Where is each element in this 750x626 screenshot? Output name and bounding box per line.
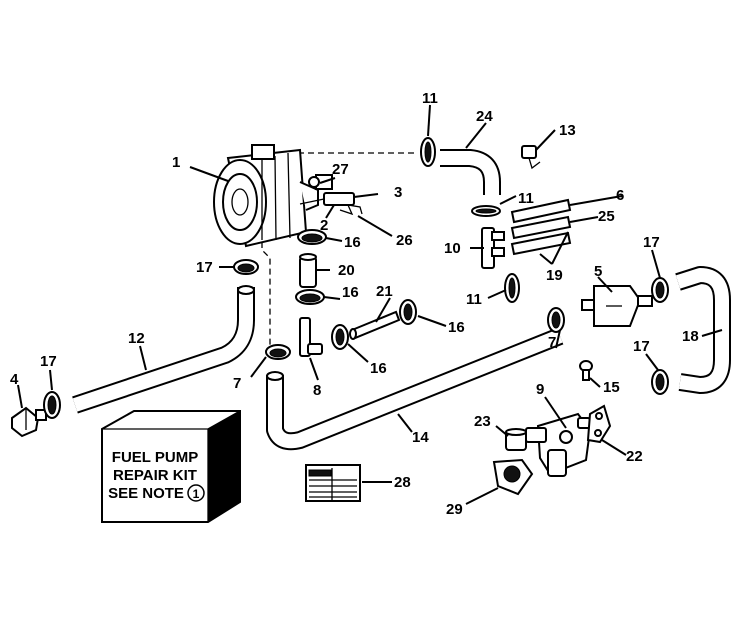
callout-21: 21 [376, 283, 393, 300]
tube [299, 253, 317, 288]
note-number: 1 [193, 487, 200, 501]
callout-16d: 16 [370, 360, 387, 377]
callout-17d: 17 [633, 338, 650, 355]
screw [579, 360, 593, 381]
clamp [471, 205, 501, 217]
callout-11c: 11 [466, 291, 482, 308]
callout-16a: 16 [344, 234, 361, 251]
callout-12: 12 [128, 330, 145, 347]
callout-17b: 17 [40, 353, 57, 370]
decal-label [305, 464, 361, 502]
callout-23: 23 [474, 413, 491, 430]
callout-10: 10 [444, 240, 461, 257]
gasket [586, 404, 612, 444]
clamp [43, 391, 61, 419]
callout-16c: 16 [448, 319, 465, 336]
callout-17c: 17 [643, 234, 660, 251]
callout-25: 25 [598, 208, 615, 225]
callout-14: 14 [412, 429, 429, 446]
fuel-pump [213, 144, 319, 248]
callout-13: 13 [559, 122, 576, 139]
clamp [331, 324, 349, 350]
fitting [299, 317, 323, 357]
callout-11b: 11 [518, 190, 534, 207]
callout-28: 28 [394, 474, 411, 491]
connector [481, 227, 505, 269]
connector [299, 192, 355, 206]
hose-segment [510, 231, 572, 256]
hose-segment [510, 198, 572, 224]
leader-lines [17, 104, 723, 505]
clip [521, 145, 541, 170]
kit-line-1: FUEL PUMP [112, 449, 198, 466]
callout-numbers: 1 2 3 4 5 6 7 7 8 9 10 11 11 11 12 13 14… [10, 90, 699, 518]
callout-20: 20 [338, 262, 355, 279]
callout-7a: 7 [233, 375, 241, 392]
callout-9: 9 [536, 381, 544, 398]
callout-5: 5 [594, 263, 602, 280]
fitting [308, 174, 333, 190]
callout-15: 15 [603, 379, 620, 396]
clamp [295, 289, 325, 305]
callout-18: 18 [682, 328, 699, 345]
repair-kit-box [101, 410, 241, 523]
fuel-filter [581, 285, 653, 327]
clamp [420, 137, 436, 167]
kit-line-2: REPAIR KIT [113, 467, 197, 484]
callout-24: 24 [476, 108, 493, 125]
hose [72, 287, 255, 414]
primer-bulb [11, 406, 47, 438]
clamp [297, 229, 327, 245]
clamp [504, 273, 520, 303]
callout-22: 22 [626, 448, 643, 465]
kit-line-3: SEE NOTE [108, 485, 184, 502]
clamp [265, 344, 291, 360]
callout-3: 3 [394, 184, 402, 201]
callout-16b: 16 [342, 284, 359, 301]
clip [339, 204, 363, 216]
callout-29: 29 [446, 501, 463, 518]
callout-4: 4 [10, 371, 19, 388]
clamp [651, 369, 669, 395]
cap [505, 428, 527, 451]
clamp [651, 277, 669, 303]
tube [349, 310, 401, 340]
clamp [233, 259, 259, 275]
callout-17a: 17 [196, 259, 213, 276]
callout-27: 27 [332, 161, 349, 178]
callout-8: 8 [313, 382, 321, 399]
callout-6: 6 [616, 187, 624, 204]
clamp [399, 299, 417, 325]
bracket [492, 458, 534, 496]
valve-body [525, 412, 592, 477]
callout-2: 2 [320, 217, 328, 234]
callout-1: 1 [172, 154, 180, 171]
callout-7b: 7 [548, 334, 556, 351]
clamp [547, 307, 565, 333]
callout-11a: 11 [422, 90, 438, 107]
hose-segment [510, 215, 572, 240]
callout-26: 26 [396, 232, 413, 249]
note-circle [187, 484, 205, 502]
callout-19: 19 [546, 267, 563, 284]
